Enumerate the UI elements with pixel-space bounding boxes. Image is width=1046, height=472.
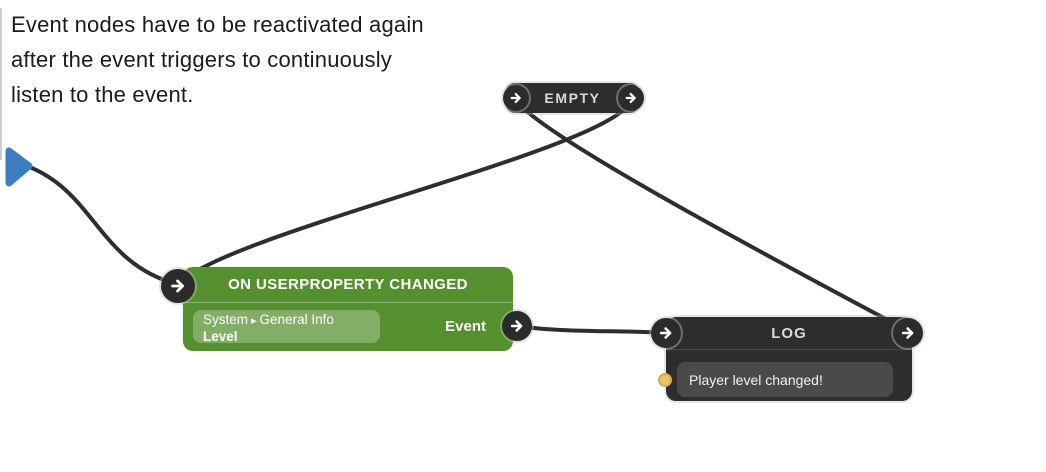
annotation-text: Event nodes have to be reactivated again…	[11, 7, 424, 112]
property-path: System▸General Info	[203, 312, 370, 329]
annotation-line: listen to the event.	[11, 82, 194, 107]
wire-event-out-to-log-in[interactable]	[516, 324, 666, 335]
canvas-edge-line	[0, 8, 2, 160]
breadcrumb-arrow-icon: ▸	[251, 315, 257, 327]
arrow-right-icon	[510, 92, 521, 104]
arrow-right-icon	[510, 320, 523, 332]
empty-node-exec-out-port[interactable]	[618, 85, 644, 111]
empty-node-exec-in-port[interactable]	[503, 85, 529, 111]
log-message-value-port[interactable]	[658, 373, 672, 387]
annotation-line: Event nodes have to be reactivated again	[11, 12, 424, 37]
log-message-value: Player level changed!	[689, 371, 823, 388]
property-selector[interactable]: System▸General Info Level	[193, 310, 380, 343]
on-userproperty-changed-node[interactable]: ON USERPROPERTY CHANGED System▸General I…	[183, 267, 513, 351]
empty-node-title: EMPTY	[544, 90, 601, 106]
property-source: System	[203, 312, 249, 327]
on-userproperty-changed-header: ON USERPROPERTY CHANGED	[183, 267, 513, 303]
on-userproperty-changed-title: ON USERPROPERTY CHANGED	[228, 276, 468, 293]
arrow-right-icon	[171, 279, 184, 293]
arrow-right-icon	[625, 92, 636, 104]
event-node-event-out-port[interactable]	[502, 311, 532, 341]
arrow-right-icon	[659, 327, 672, 339]
property-name: Level	[203, 329, 238, 343]
event-output-label: Event	[445, 318, 486, 335]
log-node-title: LOG	[771, 324, 807, 342]
annotation-line: after the event triggers to continuously	[11, 47, 392, 72]
wire-log-out-to-empty-in[interactable]	[515, 99, 908, 332]
property-category: General Info	[259, 312, 334, 327]
log-message-input[interactable]: Player level changed!	[677, 362, 893, 397]
log-node[interactable]: LOG Player level changed!	[666, 317, 912, 401]
log-node-exec-out-port[interactable]	[893, 318, 923, 348]
log-node-header: LOG	[666, 317, 912, 350]
arrow-right-icon	[901, 327, 914, 339]
flow-start-marker[interactable]	[5, 147, 33, 187]
log-node-exec-in-port[interactable]	[651, 318, 681, 348]
event-node-exec-in-port[interactable]	[161, 269, 195, 303]
wire-start-to-event-node[interactable]	[25, 164, 178, 286]
wire-empty-out-to-event-in[interactable]	[177, 102, 631, 286]
